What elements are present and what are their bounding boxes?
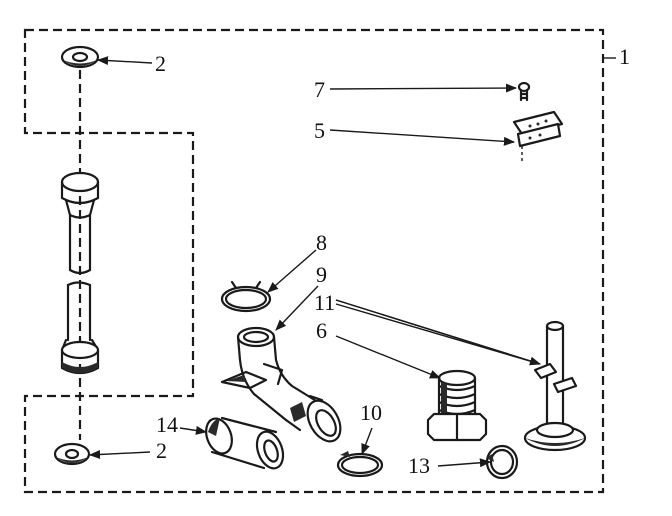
washer-bottom — [53, 442, 91, 466]
callout-11: 11 — [314, 290, 335, 315]
callout-7: 7 — [314, 77, 325, 102]
fill-hose — [60, 171, 100, 375]
callout-14: 14 — [156, 412, 178, 437]
callout-9: 9 — [316, 262, 327, 287]
strap — [512, 110, 564, 162]
threaded-adapter — [426, 369, 488, 442]
leader-lines — [88, 56, 616, 468]
leveling-leg — [523, 320, 587, 452]
hose-clamp-8 — [220, 280, 272, 313]
callout-10: 10 — [360, 400, 382, 425]
coupler — [205, 416, 285, 470]
callout-8: 8 — [316, 230, 327, 255]
callout-2-top: 2 — [155, 51, 166, 76]
screw — [517, 81, 531, 102]
hose-clamp-13 — [485, 444, 519, 480]
washer-top — [60, 45, 100, 69]
callout-13: 13 — [408, 453, 430, 478]
drain-hose-elbow — [220, 326, 342, 443]
hose-clamp-10 — [336, 451, 384, 478]
callout-6: 6 — [316, 318, 327, 343]
callout-1: 1 — [619, 44, 630, 69]
callout-5: 5 — [314, 118, 325, 143]
callout-2-bottom: 2 — [156, 438, 167, 463]
